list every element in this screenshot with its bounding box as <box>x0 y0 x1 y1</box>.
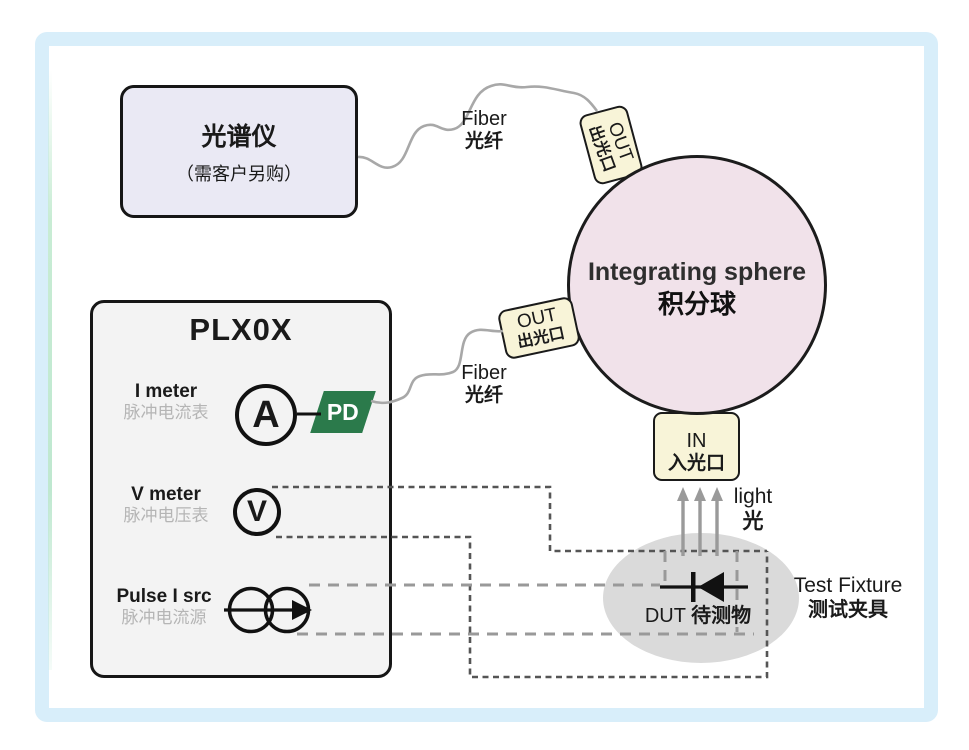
dut-label: DUT 待测物 <box>644 605 752 627</box>
integrating-sphere-label: Integrating sphere 积分球 <box>587 258 807 320</box>
spectrometer-box: 光谱仪 （需客户另购） <box>120 85 358 218</box>
light-label: light 光 <box>733 485 773 534</box>
i-meter-label: I meter 脉冲电流表 <box>123 381 209 423</box>
v-meter-label: V meter 脉冲电压表 <box>123 484 209 526</box>
fiber-mid-label: Fiber 光纤 <box>461 362 507 406</box>
fiber-top-label: Fiber 光纤 <box>461 108 507 152</box>
frame-left-accent <box>48 70 52 670</box>
instrument-title: PLX0X <box>189 312 293 347</box>
voltmeter-icon: V <box>233 488 281 536</box>
photodiode-label: PD <box>327 398 359 425</box>
test-fixture-ellipse <box>603 533 799 663</box>
test-fixture-label: Test Fixture 测试夹具 <box>793 574 903 622</box>
spectrometer-title: 光谱仪 <box>201 123 277 151</box>
ammeter-icon: A <box>235 384 297 446</box>
integrating-sphere <box>567 155 827 415</box>
spectrometer-note: （需客户另购） <box>176 164 302 184</box>
pulse-src-label: Pulse I src 脉冲电流源 <box>116 586 212 628</box>
port-in: IN 入光口 <box>653 412 740 481</box>
